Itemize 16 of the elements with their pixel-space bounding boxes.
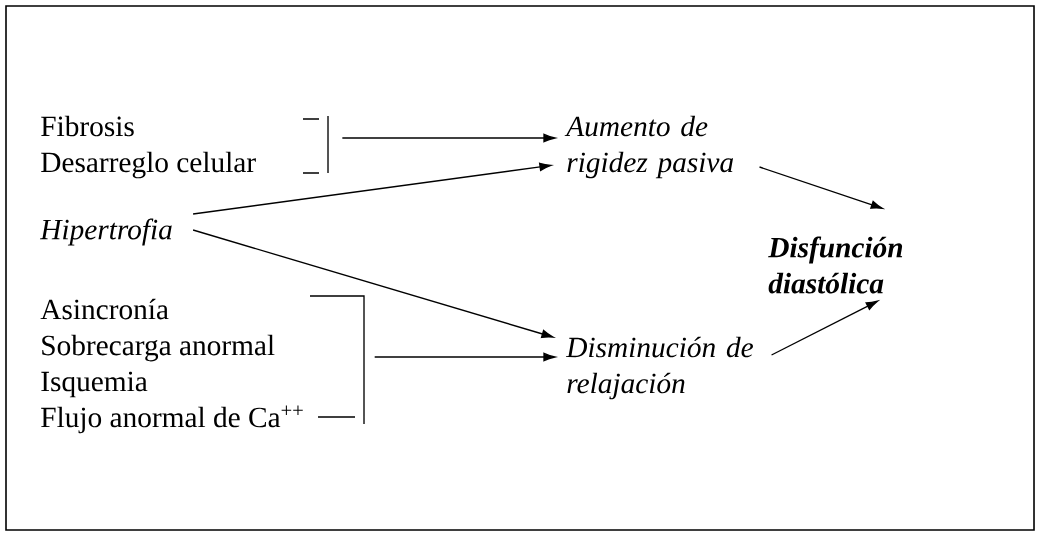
arrow — [758, 166, 883, 209]
arrow — [770, 300, 879, 356]
node-text: Aumento de rigidez pasiva — [564, 115, 733, 179]
node-text: Disminución de relajación — [565, 336, 753, 400]
arrow — [192, 229, 554, 339]
arrow — [341, 133, 556, 143]
arrow — [374, 352, 556, 362]
text-group: Fibrosis Desarreglo celular — [41, 115, 256, 179]
node-text: Disfunción diastólica — [768, 236, 903, 294]
node-label: Flujo anormal de Ca$^{++}$ — [41, 405, 303, 434]
node-label: Sobrecarga anormal — [42, 334, 275, 362]
text-group: Asincronía Sobrecarga anormal Isquemia Flujo anormal de Ca$^{++}$ — [40, 298, 303, 434]
node-label: Isquemia — [41, 371, 148, 398]
node-label: Asincronía — [40, 298, 169, 320]
node-text: Hipertrofia — [39, 218, 172, 246]
arrow — [192, 162, 552, 215]
